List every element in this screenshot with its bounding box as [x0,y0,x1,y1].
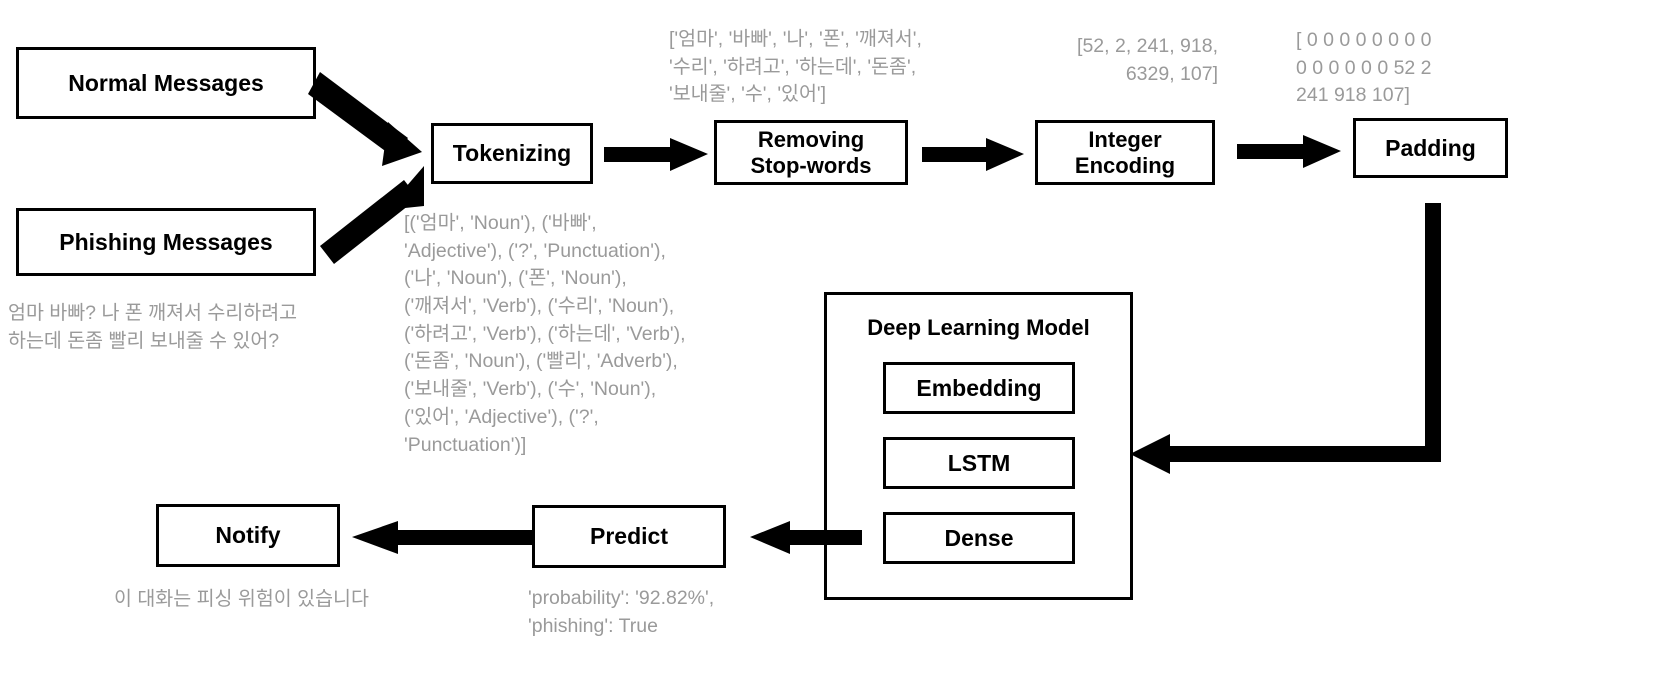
input-box-normal-messages[interactable]: Normal Messages [16,47,316,119]
stage-box-integer-encoding[interactable]: Integer Encoding [1035,120,1215,185]
model-layer-dense-label: Dense [944,524,1014,551]
arrow-stopwords-to-integer-encoding [922,138,1024,171]
model-layer-lstm-label: LSTM [947,449,1011,476]
stage-box-notify-label: Notify [215,522,281,549]
stage-box-tokenizing[interactable]: Tokenizing [431,123,593,184]
stage-box-notify[interactable]: Notify [156,504,340,567]
deep-learning-model-title: Deep Learning Model [867,315,1090,340]
note-prediction-result: 'probability': '92.82%', 'phishing': Tru… [528,587,715,637]
stage-box-removing-stopwords[interactable]: Removing Stop-words [714,120,908,185]
note-integer-encoded: [52, 2, 241, 918, 6329, 107] [1077,35,1218,85]
model-layer-embedding-label: Embedding [916,374,1042,401]
model-layer-embedding[interactable]: Embedding [883,362,1075,414]
note-sample-message: 엄마 바빠? 나 폰 깨져서 수리하려고 하는데 돈좀 빨리 보내줄 수 있어? [8,302,298,352]
stage-box-removing-stopwords-label: Removing Stop-words [750,127,872,178]
input-box-phishing-messages-label: Phishing Messages [59,228,273,255]
stage-box-tokenizing-label: Tokenizing [452,140,572,167]
note-notification-message: 이 대화는 피싱 위험이 있습니다 [114,588,369,610]
model-layer-dense[interactable]: Dense [883,512,1075,564]
input-box-phishing-messages[interactable]: Phishing Messages [16,208,316,276]
arrow-tokenizing-to-stopwords [604,138,708,171]
arrow-padding-to-model [1130,203,1441,474]
note-padded-sequence: [ 0 0 0 0 0 0 0 0 0 0 0 0 0 0 52 2 241 9… [1296,29,1432,107]
note-pos-tags: [('엄마', 'Noun'), ('바빠', 'Adjective'), ('… [404,212,686,456]
input-box-normal-messages-label: Normal Messages [68,69,264,96]
stage-box-integer-encoding-label: Integer Encoding [1074,127,1176,178]
stage-box-predict-label: Predict [590,523,668,550]
note-tokens-no-stopwords: ['엄마', '바빠', '나', '폰', '깨져서', '수리', '하려고… [669,28,922,106]
stage-box-padding[interactable]: Padding [1353,118,1508,178]
model-layer-lstm[interactable]: LSTM [883,437,1075,489]
arrow-integer-encoding-to-padding [1237,135,1341,168]
stage-box-padding-label: Padding [1385,134,1476,161]
arrow-predict-to-notify [352,521,533,554]
stage-box-predict[interactable]: Predict [532,505,726,568]
